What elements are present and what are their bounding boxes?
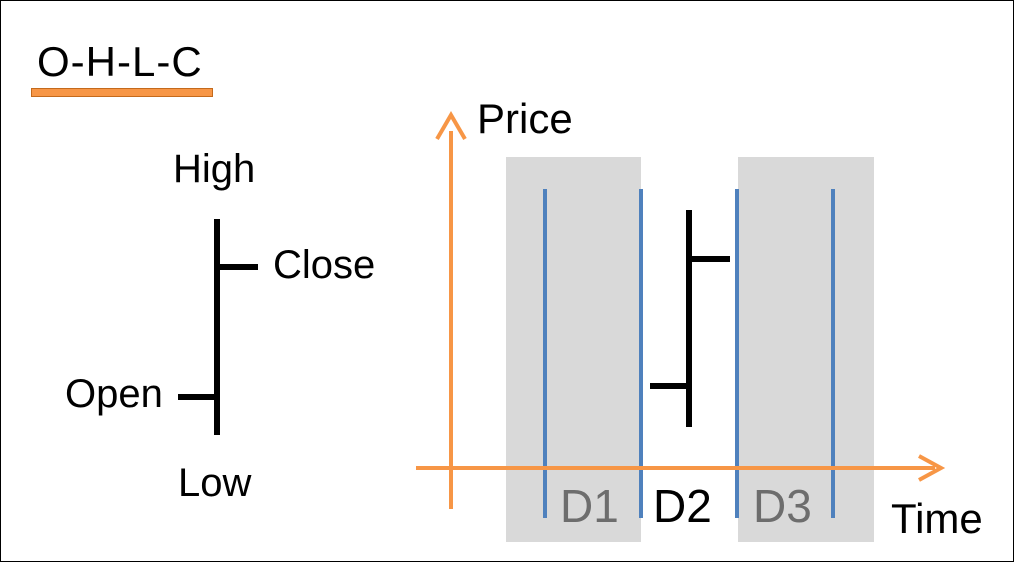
day-label-d1: D1 — [560, 480, 619, 532]
day-band-d1 — [506, 157, 641, 542]
title-underline — [31, 88, 213, 97]
high-label: High — [173, 147, 256, 191]
price-axis-label: Price — [477, 95, 573, 142]
page-title: O-H-L-C — [37, 38, 203, 85]
day-band-d3 — [738, 157, 874, 542]
day-label-d2: D2 — [653, 480, 712, 532]
low-label: Low — [178, 461, 252, 505]
open-label: Open — [65, 372, 163, 416]
day-label-d3: D3 — [753, 480, 812, 532]
time-axis-label: Time — [891, 495, 983, 542]
price-axis-arrow-icon — [435, 111, 467, 141]
time-axis-arrow-icon — [918, 454, 946, 482]
close-label: Close — [273, 243, 376, 287]
